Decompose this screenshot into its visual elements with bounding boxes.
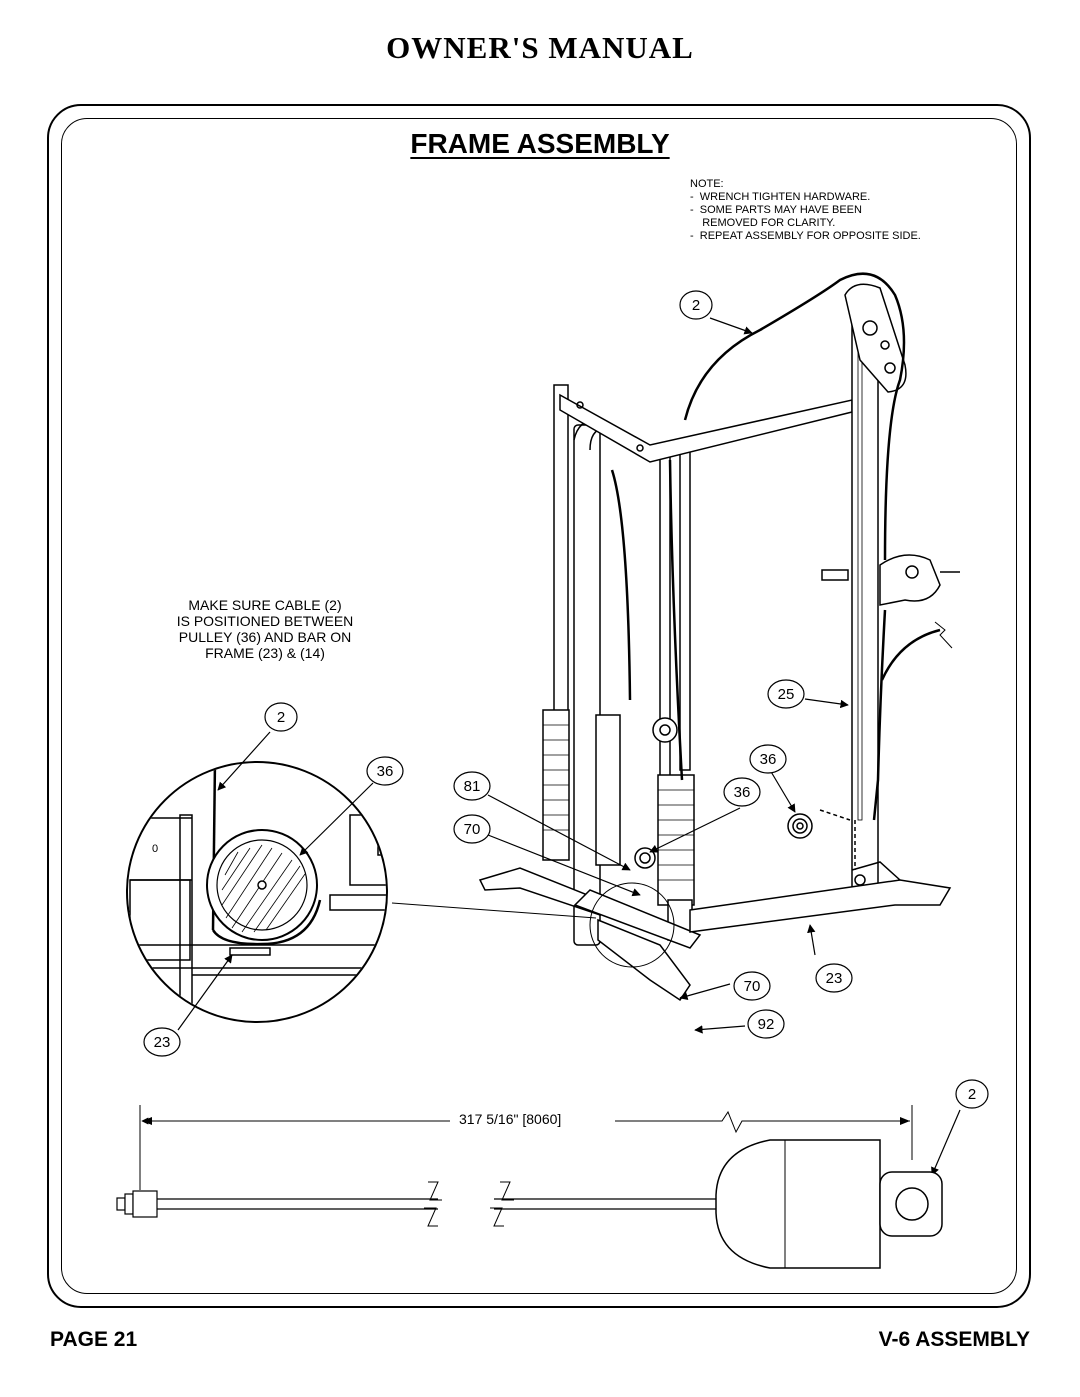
part-bubble-2-top: 2 bbox=[679, 290, 713, 320]
part-bubble-25: 25 bbox=[767, 679, 805, 709]
manual-title: OWNER'S MANUAL bbox=[386, 30, 694, 65]
svg-text:81: 81 bbox=[464, 778, 481, 795]
part-bubble-70-left: 70 bbox=[453, 814, 491, 844]
cable-position-instruction: MAKE SURE CABLE (2) IS POSITIONED BETWEE… bbox=[130, 597, 400, 661]
cable-length-dimension: 317 5/16" [8060] bbox=[455, 1111, 566, 1127]
svg-text:36: 36 bbox=[760, 751, 777, 768]
svg-text:25: 25 bbox=[778, 686, 795, 703]
part-bubble-92: 92 bbox=[747, 1009, 785, 1039]
page-number: PAGE 21 bbox=[50, 1328, 138, 1351]
svg-text:36: 36 bbox=[377, 763, 394, 780]
instruction-line: IS POSITIONED BETWEEN bbox=[176, 613, 354, 629]
assembly-note: NOTE: - WRENCH TIGHTEN HARDWARE. - SOME … bbox=[690, 178, 921, 243]
part-bubble-23-detail: 23 bbox=[143, 1027, 181, 1057]
instruction-line: FRAME (23) & (14) bbox=[205, 645, 325, 661]
svg-text:23: 23 bbox=[826, 970, 843, 987]
svg-text:70: 70 bbox=[744, 978, 761, 995]
part-bubble-81: 81 bbox=[453, 771, 491, 801]
note-line: - WRENCH TIGHTEN HARDWARE. bbox=[690, 191, 871, 203]
svg-text:2: 2 bbox=[692, 297, 700, 314]
cable-drawing bbox=[610, 272, 941, 821]
part-bubble-36-detail: 36 bbox=[366, 756, 404, 786]
part-bubble-23-right: 23 bbox=[815, 963, 853, 993]
cable-dimension-drawing bbox=[116, 1105, 943, 1269]
note-line: - SOME PARTS MAY HAVE BEEN bbox=[690, 204, 862, 216]
note-line: NOTE: bbox=[690, 178, 724, 190]
pulley-detail-view: 0 bbox=[126, 761, 388, 1023]
svg-text:92: 92 bbox=[758, 1016, 775, 1033]
page-border-outer bbox=[47, 104, 1031, 1308]
note-line: - REPEAT ASSEMBLY FOR OPPOSITE SIDE. bbox=[690, 230, 921, 242]
part-bubble-2-detail: 2 bbox=[264, 702, 298, 732]
part-bubble-36-a: 36 bbox=[749, 744, 787, 774]
cable-break-symbol bbox=[934, 621, 953, 649]
note-line: REMOVED FOR CLARITY. bbox=[690, 217, 836, 229]
section-title: FRAME ASSEMBLY bbox=[410, 128, 670, 159]
svg-text:2: 2 bbox=[968, 1086, 976, 1103]
svg-text:70: 70 bbox=[464, 821, 481, 838]
part-bubble-2-cable-end: 2 bbox=[955, 1079, 989, 1109]
svg-text:23: 23 bbox=[154, 1034, 171, 1051]
machine-frame-drawing bbox=[478, 283, 960, 1002]
svg-text:0: 0 bbox=[152, 843, 158, 855]
page-border-inner bbox=[61, 118, 1017, 1294]
instruction-line: PULLEY (36) AND BAR ON bbox=[178, 629, 352, 645]
part-bubble-36-b: 36 bbox=[723, 777, 761, 807]
part-bubble-70-right: 70 bbox=[733, 971, 771, 1001]
svg-text:36: 36 bbox=[734, 784, 751, 801]
svg-text:2: 2 bbox=[277, 709, 285, 726]
model-assembly-label: V-6 ASSEMBLY bbox=[878, 1328, 1030, 1351]
instruction-line: MAKE SURE CABLE (2) bbox=[188, 597, 342, 613]
